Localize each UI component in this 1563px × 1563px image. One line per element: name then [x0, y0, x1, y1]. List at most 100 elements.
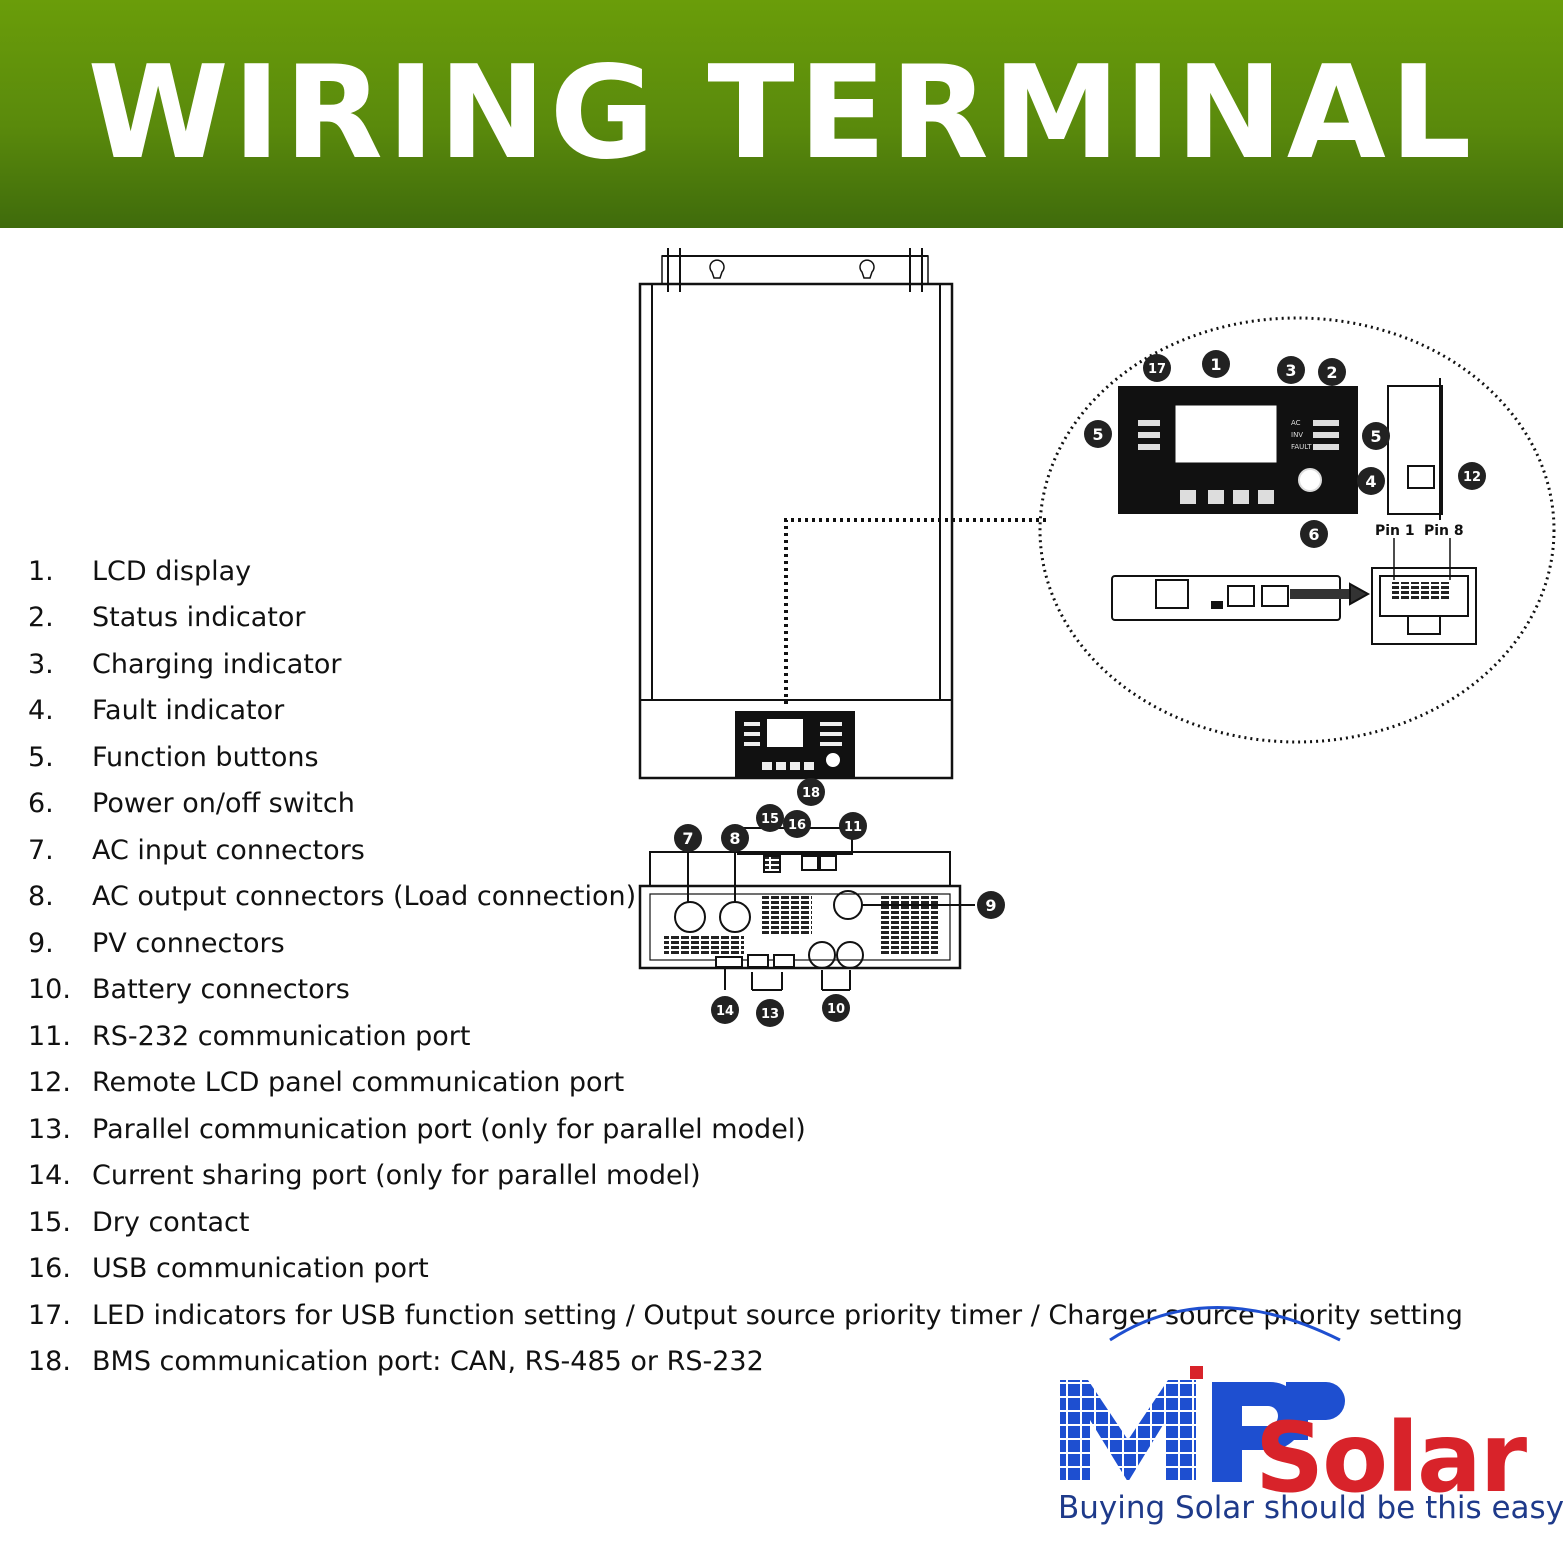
svg-text:2: 2 [1326, 363, 1337, 382]
led-label-fault: FAULT [1291, 443, 1312, 451]
logo-mark [1060, 1306, 1345, 1482]
legend-item: 13. Parallel communication port (only for… [28, 1106, 1463, 1153]
legend-label: LED indicators for USB function setting … [92, 1299, 1463, 1331]
legend-item: 1. LCD display [28, 548, 1463, 595]
svg-text:7: 7 [682, 829, 693, 848]
legend-item: 14. Current sharing port (only for parall… [28, 1153, 1463, 1200]
legend-item: 15. Dry contact [28, 1199, 1463, 1246]
legend-number: 18. [28, 1346, 71, 1378]
svg-text:8: 8 [729, 829, 740, 848]
legend-label: AC input connectors [92, 834, 365, 866]
svg-text:10: 10 [827, 1002, 845, 1017]
legend-item: 9. PV connectors [28, 920, 1463, 967]
legend-label: Dry contact [92, 1206, 250, 1238]
terminal-legend: 1. LCD display 2.Status indicator 3. Charg… [28, 548, 1463, 1385]
legend-item: 17. LED indicators for USB function setti… [28, 1292, 1463, 1339]
legend-number: 13. [28, 1113, 71, 1145]
legend-number: 12. [28, 1067, 71, 1099]
callout-7: 7 [674, 824, 702, 852]
red-dot-icon [1190, 1366, 1203, 1379]
legend-number: 15. [28, 1206, 71, 1238]
legend-item: 2.Status indicator [28, 595, 1463, 642]
callout-17: 17 [1143, 354, 1171, 382]
pin8-label: Pin 8 [1424, 523, 1464, 539]
svg-text:6: 6 [1308, 525, 1319, 544]
svg-text:17: 17 [1148, 362, 1166, 377]
svg-text:16: 16 [788, 818, 806, 833]
logo-tagline: Buying Solar should be this easy [1058, 1490, 1563, 1526]
callout-4: 4 [1357, 467, 1385, 495]
callout-3: 3 [1277, 356, 1305, 384]
power-button-icon [1298, 468, 1322, 492]
legend-number: 6. [28, 788, 54, 820]
legend-item: 3. Charging indicator [28, 641, 1463, 688]
legend-number: 7. [28, 834, 54, 866]
legend-number: 16. [28, 1253, 71, 1285]
page-title: WIRING TERMINAL [87, 39, 1476, 188]
legend-item: 18.BMS communication port: CAN, RS-485 o… [28, 1339, 1463, 1386]
legend-number: 3. [28, 648, 54, 680]
inverter-rear-view [638, 827, 975, 991]
legend-number: 11. [28, 1020, 71, 1052]
legend-item: 6. Power on/off switch [28, 781, 1463, 828]
legend-number: 10. [28, 974, 71, 1006]
legend-label: Parallel communication port (only for pa… [92, 1113, 806, 1145]
legend-label: Battery connectors [92, 974, 350, 1006]
callout-5-right: 5 [1362, 422, 1390, 450]
legend-number: 17. [28, 1299, 71, 1331]
rj45-port-icon [1407, 465, 1435, 489]
callout-11: 11 [839, 812, 867, 840]
legend-number: 14. [28, 1160, 71, 1192]
callout-5-left: 5 [1084, 420, 1112, 448]
legend-item: 5. Function buttons [28, 734, 1463, 781]
leader-line [784, 518, 1050, 704]
logo-word-solar: Solar [1255, 1402, 1527, 1514]
legend-number: 8. [28, 881, 54, 913]
zoomed-control-panel: AC INV FAULT [1118, 378, 1443, 520]
legend-label: USB communication port [92, 1253, 429, 1285]
callout-6: 6 [1300, 520, 1328, 548]
legend-label: RS-232 communication port [92, 1020, 471, 1052]
zoom-ellipse [1038, 316, 1556, 744]
legend-label: Fault indicator [92, 695, 285, 727]
svg-text:18: 18 [802, 786, 820, 801]
legend-number: 9. [28, 927, 54, 959]
legend-label: Function buttons [92, 741, 319, 773]
legend-label: LCD display [92, 555, 252, 587]
legend-number: 4. [28, 695, 54, 727]
comm-module [1111, 538, 1477, 645]
callout-12: 12 [1458, 462, 1486, 490]
svg-text:3: 3 [1285, 361, 1296, 380]
legend-item: 10. Battery connectors [28, 967, 1463, 1014]
svg-text:13: 13 [761, 1007, 779, 1022]
legend-item: 7. AC input connectors [28, 827, 1463, 874]
legend-item: 12.Remote LCD panel communication port [28, 1060, 1463, 1107]
svg-text:5: 5 [1370, 427, 1381, 446]
legend-number: 1. [28, 555, 54, 587]
legend-label: Charging indicator [92, 648, 342, 680]
svg-text:9: 9 [985, 896, 996, 915]
mpp-solar-logo: Solar Buying Solar should be this easy [1040, 1300, 1563, 1550]
callout-2: 2 [1318, 358, 1346, 386]
callout-markers: 1 2 3 4 5 5 6 17 12 7 8 9 10 11 13 14 15… [674, 350, 1486, 1027]
svg-text:5: 5 [1092, 425, 1103, 444]
legend-item: 11. RS-232 communication port [28, 1013, 1463, 1060]
legend-item: 8.AC output connectors (Load connection) [28, 874, 1463, 921]
callout-1: 1 [1202, 350, 1230, 378]
led-label-inv: INV [1291, 431, 1303, 439]
legend-label: Status indicator [92, 602, 306, 634]
svg-text:14: 14 [716, 1004, 734, 1019]
svg-text:11: 11 [844, 820, 862, 835]
legend-item: 4. Fault indicator [28, 688, 1463, 735]
legend-label: Current sharing port (only for parallel … [92, 1160, 701, 1192]
legend-number: 5. [28, 741, 54, 773]
title-banner: WIRING TERMINAL [0, 0, 1563, 228]
callout-9: 9 [977, 891, 1005, 919]
callout-18: 18 [797, 778, 825, 806]
led-label-ac: AC [1291, 419, 1301, 427]
legend-label: Power on/off switch [92, 788, 355, 820]
svg-text:1: 1 [1210, 355, 1221, 374]
legend-label: PV connectors [92, 927, 285, 959]
callout-15: 15 [756, 804, 784, 832]
